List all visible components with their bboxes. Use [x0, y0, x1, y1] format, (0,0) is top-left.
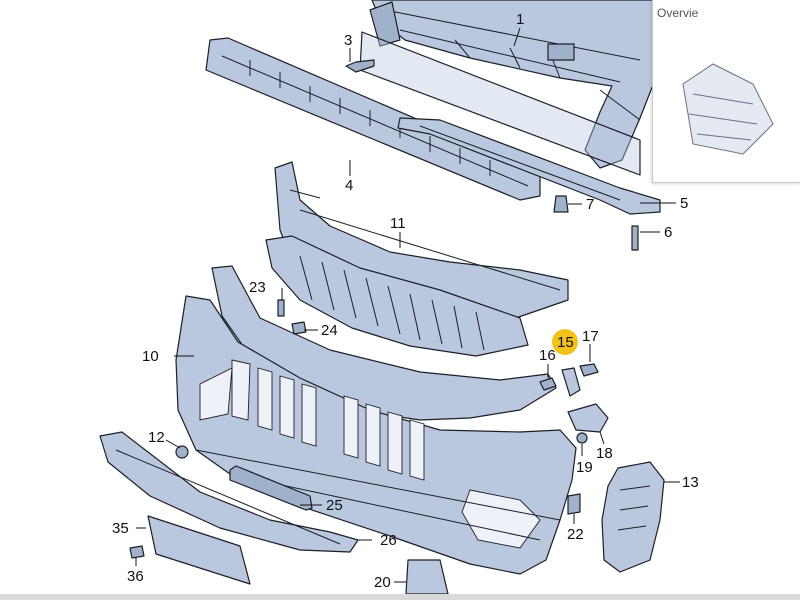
callout-16[interactable]: 16	[539, 347, 556, 364]
callout-7[interactable]: 7	[586, 196, 594, 213]
callout-6[interactable]: 6	[664, 224, 672, 241]
overview-thumbnail-shape	[682, 63, 774, 155]
callout-24[interactable]: 24	[321, 322, 338, 339]
callout-23[interactable]: 23	[249, 279, 266, 296]
overview-panel[interactable]: Overvie	[652, 0, 800, 183]
part-bumper-carrier[interactable]	[359, 0, 691, 176]
fastener-pin-36[interactable]	[129, 545, 145, 559]
fastener-bolt-17[interactable]	[579, 363, 599, 377]
callout-22[interactable]: 22	[567, 526, 584, 543]
part-grommet[interactable]	[175, 445, 189, 459]
highlight-marker	[552, 329, 578, 355]
part-clip-24[interactable]	[291, 321, 307, 335]
fastener-screw-3[interactable]	[345, 59, 375, 73]
overview-title[interactable]: Overvie	[657, 6, 699, 20]
part-small-plate[interactable]	[567, 493, 581, 515]
callout-26[interactable]: 26	[380, 532, 397, 549]
callout-labels: 1 3 4 5 6 7 10 11 12 13 15 16 17 18 19 2…	[112, 11, 699, 591]
fastener-rivet-7[interactable]	[553, 195, 569, 213]
bottom-scroll-area[interactable]	[0, 594, 800, 600]
callout-18[interactable]: 18	[596, 445, 613, 462]
part-fog-light-frame[interactable]	[405, 559, 449, 595]
callout-4[interactable]: 4	[345, 177, 353, 194]
callout-3[interactable]: 3	[344, 32, 352, 49]
part-lower-trim[interactable]	[99, 431, 359, 553]
leader-lines	[135, 27, 680, 583]
part-corner-bracket[interactable]	[567, 403, 609, 433]
callout-36[interactable]: 36	[127, 568, 144, 585]
part-grille-strip[interactable]	[229, 465, 313, 511]
callout-13[interactable]: 13	[682, 474, 699, 491]
callout-10[interactable]: 10	[142, 348, 159, 365]
part-nut[interactable]	[576, 432, 588, 444]
callout-20[interactable]: 20	[374, 574, 391, 591]
fastener-screw-23[interactable]	[277, 299, 285, 317]
part-impact-absorber[interactable]	[205, 37, 541, 201]
part-side-bracket[interactable]	[601, 461, 665, 573]
callout-19[interactable]: 19	[576, 459, 593, 476]
callout-17[interactable]: 17	[582, 328, 599, 345]
fastener-screw-16[interactable]	[539, 377, 557, 391]
callout-11[interactable]: 11	[390, 215, 406, 232]
overview-thumbnail[interactable]	[653, 24, 800, 182]
callout-25[interactable]: 25	[326, 497, 343, 514]
callout-35[interactable]: 35	[112, 520, 129, 537]
part-grille-carrier[interactable]	[265, 161, 569, 357]
fastener-bolt-6[interactable]	[631, 225, 639, 251]
callout-15-highlight[interactable]: 15	[552, 329, 578, 355]
part-bumper-cover[interactable]	[175, 265, 577, 575]
callout-15[interactable]: 15	[557, 334, 574, 351]
callout-12[interactable]: 12	[148, 429, 165, 446]
part-mounting-clip[interactable]	[561, 367, 581, 397]
callout-1[interactable]: 1	[516, 11, 524, 28]
part-lower-rail[interactable]	[397, 117, 661, 215]
part-plate-bracket[interactable]	[147, 515, 251, 585]
callout-5[interactable]: 5	[680, 195, 688, 212]
overview-thumbnail-detail	[688, 93, 758, 141]
